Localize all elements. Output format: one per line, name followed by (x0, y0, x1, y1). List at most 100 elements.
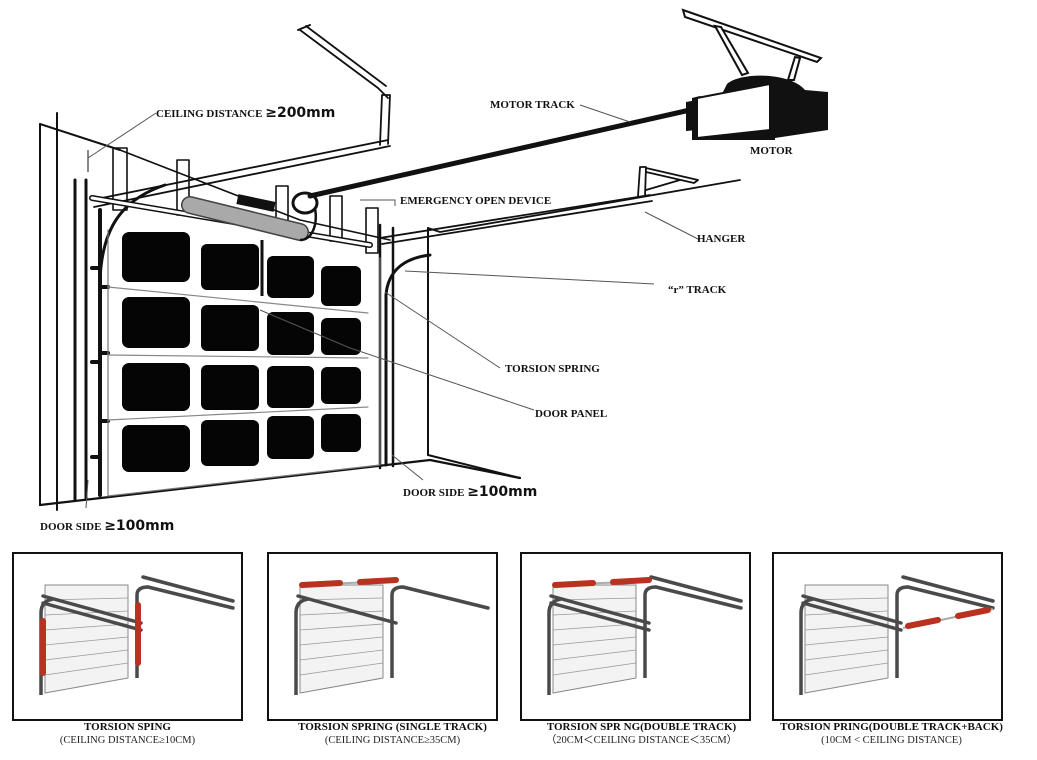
right-track (390, 585, 404, 678)
rear-track (401, 585, 490, 610)
window (321, 318, 361, 355)
variant-1: TORSION SPING (CEILING DISTANCE≥10CM) (12, 552, 243, 746)
window (122, 363, 190, 411)
right-curved-track (384, 253, 432, 467)
panel-seam (44, 649, 129, 661)
panel-seam (44, 636, 129, 646)
window (122, 232, 190, 282)
window (267, 416, 314, 459)
window (267, 366, 314, 408)
left-jamb (73, 178, 88, 502)
window (321, 414, 361, 452)
variant-subtitle: （20CM＜CEILING DISTANCE＜35CM） (546, 734, 737, 746)
panel-seams (107, 286, 369, 421)
horizontal-track (549, 594, 651, 625)
window (267, 256, 314, 298)
window (201, 365, 259, 410)
main-illustration (38, 24, 741, 511)
variant-title: TORSION SPR NG(DOUBLE TRACK) (547, 721, 737, 733)
rear-track (141, 575, 235, 603)
right-track (135, 585, 149, 678)
right-horizontal-track (379, 194, 653, 245)
torsion-spring (357, 577, 399, 585)
horizontal-track (41, 601, 143, 632)
torsion-spring (552, 580, 596, 588)
left-horizontal-track (91, 139, 391, 208)
panel-seam (804, 662, 889, 676)
label-torsion-spring: TORSION SPRING (505, 363, 600, 375)
label-motor-track: MOTOR TRACK (490, 99, 575, 111)
hanger-left (299, 25, 391, 146)
window (122, 297, 190, 348)
right-track (643, 585, 657, 678)
variant-subtitle: (CEILING DISTANCE≥10CM) (60, 735, 196, 746)
panel-seam (804, 610, 889, 616)
panel-seam (552, 610, 637, 616)
torsion-spring (610, 577, 652, 585)
ceiling-line-left (39, 123, 121, 151)
variant-title: TORSION PRING(DOUBLE TRACK+BACK) (780, 721, 1003, 733)
variant-panels: TORSION SPING(CEILING DISTANCE≥10CM)TORS… (12, 552, 1003, 746)
floor-line (38, 458, 522, 507)
panel-seam (552, 649, 637, 661)
panel-seam (44, 610, 129, 616)
window (122, 425, 190, 472)
leader-lines (85, 104, 701, 509)
panel-seam (552, 623, 637, 631)
window (321, 266, 361, 306)
torsion-spring-shaft (89, 194, 373, 248)
ceiling-back-line (119, 149, 391, 241)
panel-seam (804, 636, 889, 646)
horizontal-track (296, 594, 398, 625)
variant-4: TORSION PRING(DOUBLE TRACK+BACK) (10CM < … (772, 552, 1003, 746)
panel-seam (299, 649, 384, 661)
variant-3: TORSION SPR NG(DOUBLE TRACK)（20CM＜CEILIN… (520, 552, 751, 746)
label-door-panel: DOOR PANEL (535, 408, 607, 420)
variant-2: TORSION SPRING (SINGLE TRACK) (CEILING DI… (267, 552, 498, 746)
panel-seam (44, 623, 129, 631)
rear-track (654, 585, 743, 610)
motor-track (307, 107, 693, 199)
variant-title: TORSION SPING (84, 721, 171, 733)
rear-track (901, 575, 995, 603)
panel-seam (299, 636, 384, 646)
track-brackets (90, 266, 110, 459)
label-door-side-left: DOOR SIDE ≥100mm (40, 518, 174, 534)
panel-seam (44, 662, 129, 676)
horizontal-track (41, 594, 143, 625)
horizontal-track (801, 594, 903, 625)
rear-track (146, 585, 235, 610)
rear-track (906, 585, 995, 610)
panel-seam (552, 662, 637, 676)
torsion-spring (905, 617, 941, 629)
window (201, 244, 259, 290)
right-track (895, 585, 909, 678)
panel-seam (552, 636, 637, 646)
label-r-track: “r” TRACK (668, 284, 727, 296)
panel-seam (804, 649, 889, 661)
panel-seam (299, 623, 384, 631)
left-curved-track (98, 183, 167, 282)
label-hanger: HANGER (697, 233, 746, 245)
variant-subtitle: (10CM < CEILING DISTANCE) (821, 735, 962, 746)
variant-subtitle: (CEILING DISTANCE≥35CM) (325, 735, 461, 746)
panel-seam (299, 662, 384, 676)
torsion-spring (955, 607, 991, 619)
torsion-spring-coil (182, 197, 308, 240)
window (201, 420, 259, 466)
hanger-right (637, 166, 699, 197)
window (201, 305, 259, 351)
panel-seam (804, 623, 889, 631)
label-motor: MOTOR (750, 145, 794, 157)
variant-title: TORSION SPRING (SINGLE TRACK) (298, 721, 487, 733)
door-panel-outline (107, 229, 381, 497)
horizontal-track (549, 601, 651, 632)
rear-track (649, 575, 743, 603)
motor-unit (681, 8, 828, 140)
right-floor (427, 454, 521, 479)
window (267, 312, 314, 355)
torsion-spring (299, 580, 343, 588)
emergency-open-device (291, 191, 319, 242)
spring-bracket (236, 194, 276, 212)
